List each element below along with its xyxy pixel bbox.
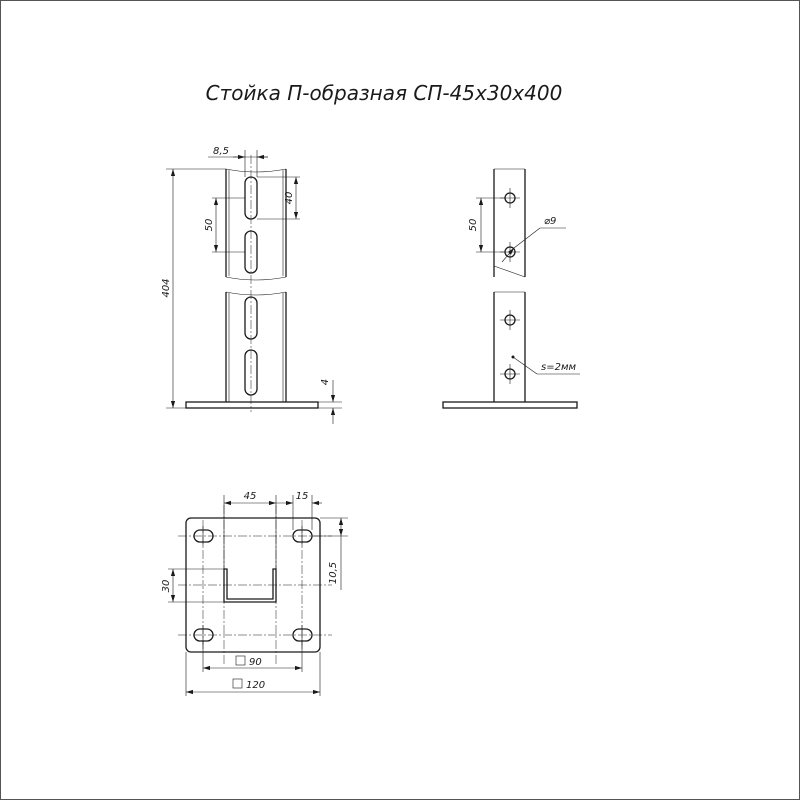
side-dim-hole-diameter: ⌀9 xyxy=(544,216,556,227)
base-dim-outer-square: 120 xyxy=(246,680,265,691)
dim-slot-pitch-50: 50 xyxy=(204,219,215,232)
base-dim-channel-depth-15: 15 xyxy=(296,491,309,502)
front-base-plate xyxy=(185,401,319,409)
base-dim-channel-height-30: 30 xyxy=(161,580,172,593)
mount-slot xyxy=(292,628,313,642)
base-dim-inner-square: 90 xyxy=(249,657,262,668)
side-base-plate xyxy=(442,401,578,409)
base-dim-channel-width-45: 45 xyxy=(244,491,257,502)
drawing-title: Стойка П-образная СП-45х30х400 xyxy=(206,81,563,105)
channel-profile xyxy=(223,568,277,603)
side-view: 50 ⌀9 s=2мм xyxy=(442,168,580,409)
dim-base-thickness-4: 4 xyxy=(320,379,331,385)
side-dim-hole-pitch-50: 50 xyxy=(468,219,479,232)
side-thickness-note: s=2мм xyxy=(541,362,576,373)
dim-height-404: 404 xyxy=(161,278,172,297)
dim-slot-length-40: 40 xyxy=(284,192,295,205)
dim-width-8-5: 8,5 xyxy=(213,146,229,157)
front-view: 8,5 40 50 404 4 xyxy=(161,146,342,424)
base-dim-hole-offset: 10,5 xyxy=(328,562,339,584)
base-view: 45 15 30 10,5 90 120 xyxy=(161,491,348,696)
